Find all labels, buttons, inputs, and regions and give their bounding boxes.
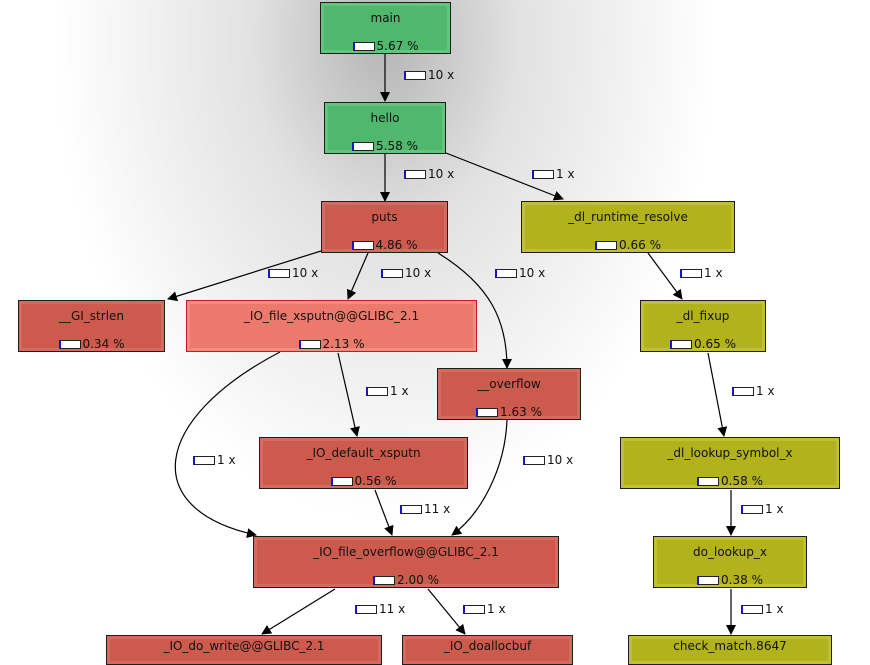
node-name: __overflow (477, 377, 541, 391)
cost-bar (373, 576, 396, 585)
cost-bar (476, 408, 499, 417)
node-main[interactable]: main 5.67 % (320, 2, 451, 54)
node-name: _dl_lookup_symbol_x (667, 446, 793, 460)
node-do-lookup-x[interactable]: do_lookup_x 0.38 % (653, 536, 807, 588)
cost-bar (697, 477, 720, 486)
call-bar (732, 387, 754, 396)
cost-bar (670, 340, 693, 349)
edge-xsputn-file-overflow (174, 351, 281, 538)
node-puts[interactable]: puts 4.86 % (321, 201, 448, 253)
node-io-doallocbuf[interactable]: _IO_doallocbuf (402, 635, 573, 665)
edge-label-puts-xsputn: 10 x (381, 267, 431, 279)
cost-bar (58, 340, 81, 349)
edge-puts-xsputn (347, 252, 369, 300)
node-name: puts (371, 210, 398, 224)
node-gi-strlen[interactable]: __GI_strlen 0.34 % (18, 300, 165, 352)
node-cost: 5.67 % (321, 40, 450, 52)
edge-label-dl-runtime-resolve-fixup: 1 x (680, 267, 723, 279)
node-cost: 0.66 % (522, 239, 734, 251)
edge-label-hello-puts: 10 x (404, 168, 454, 180)
edge-hello-dl-runtime-resolve (445, 152, 564, 201)
node-name: _IO_default_xsputn (306, 446, 421, 460)
node-name: hello (370, 111, 400, 125)
node-io-file-overflow[interactable]: _IO_file_overflow@@GLIBC_2.1 2.00 % (253, 536, 559, 588)
cost-bar (351, 241, 374, 250)
node-cost: 0.58 % (621, 475, 839, 487)
edge-default-xsputn-file-overflow (374, 489, 394, 536)
call-bar (355, 605, 377, 614)
edge-fixup-lookup-symbol (707, 352, 728, 437)
call-bar (532, 170, 554, 179)
node-hello[interactable]: hello 5.58 % (324, 102, 446, 154)
node-cost: 0.38 % (654, 574, 806, 586)
edge-file-overflow-do-write (261, 588, 336, 635)
edge-label-hello-dl-runtime-resolve: 1 x (532, 168, 575, 180)
call-bar (495, 269, 517, 278)
call-bar (523, 456, 545, 465)
cost-bar (595, 241, 618, 250)
node-overflow[interactable]: __overflow 1.63 % (437, 368, 581, 420)
edge-label-file-overflow-do-write: 11 x (355, 603, 405, 615)
edge-puts-overflow (437, 252, 512, 369)
call-bar (400, 505, 422, 514)
node-io-do-write[interactable]: _IO_do_write@@GLIBC_2.1 (106, 635, 382, 665)
node-dl-lookup-symbol-x[interactable]: _dl_lookup_symbol_x 0.58 % (620, 437, 840, 489)
cost-bar (697, 576, 720, 585)
cost-bar (298, 340, 321, 349)
node-cost: 0.34 % (19, 338, 164, 350)
node-cost: 5.58 % (325, 140, 445, 152)
cost-bar (352, 142, 375, 151)
node-name: __GI_strlen (58, 309, 125, 323)
edge-dl-runtime-resolve-fixup (647, 252, 683, 300)
edge-label-file-overflow-doallocbuf: 1 x (463, 603, 506, 615)
call-bar (404, 71, 426, 80)
call-bar (268, 269, 290, 278)
node-name: _dl_runtime_resolve (568, 210, 688, 224)
call-bar (463, 605, 485, 614)
node-cost: 0.56 % (260, 475, 467, 487)
call-bar (741, 505, 763, 514)
edge-label-do-lookup-check-match: 1 x (741, 603, 784, 615)
edge-label-default-xsputn-file-overflow: 11 x (400, 503, 450, 515)
node-name: _IO_file_xsputn@@GLIBC_2.1 (243, 309, 420, 323)
edge-xsputn-default-xsputn (337, 352, 360, 437)
edge-file-overflow-doallocbuf (427, 588, 466, 635)
edge-label-main-hello: 10 x (404, 69, 454, 81)
cost-bar (352, 42, 375, 51)
node-name: main (370, 11, 401, 25)
node-name: do_lookup_x (693, 545, 767, 559)
call-bar (680, 269, 702, 278)
call-bar (741, 605, 763, 614)
node-cost: 2.00 % (254, 574, 558, 586)
call-bar (404, 170, 426, 179)
cost-bar (330, 477, 353, 486)
call-bar (366, 387, 388, 396)
node-cost: 0.65 % (641, 338, 765, 350)
call-bar (381, 269, 403, 278)
node-name: check_match.8647 (673, 639, 787, 653)
node-io-default-xsputn[interactable]: _IO_default_xsputn 0.56 % (259, 437, 468, 489)
node-name: _IO_doallocbuf (443, 639, 532, 653)
edge-label-xsputn-file-overflow: 1 x (193, 454, 236, 466)
edge-label-xsputn-default-xsputn: 1 x (366, 385, 409, 397)
node-cost: 1.63 % (438, 406, 580, 418)
edge-label-overflow-file-overflow: 10 x (523, 454, 573, 466)
edge-label-puts-strlen: 10 x (268, 267, 318, 279)
node-check-match[interactable]: check_match.8647 (628, 635, 832, 665)
node-cost: 2.13 % (187, 338, 476, 350)
edge-puts-strlen (167, 250, 322, 302)
node-dl-runtime-resolve[interactable]: _dl_runtime_resolve 0.66 % (521, 201, 735, 253)
edge-label-fixup-lookup-symbol: 1 x (732, 385, 775, 397)
node-name: _IO_do_write@@GLIBC_2.1 (163, 639, 325, 653)
call-bar (193, 456, 215, 465)
node-io-file-xsputn[interactable]: _IO_file_xsputn@@GLIBC_2.1 2.13 % (186, 300, 477, 352)
edge-label-lookup-symbol-do-lookup: 1 x (741, 503, 784, 515)
edge-overflow-file-overflow (451, 419, 508, 536)
node-cost: 4.86 % (322, 239, 447, 251)
node-name: _IO_file_overflow@@GLIBC_2.1 (313, 545, 499, 559)
edge-label-puts-overflow: 10 x (495, 267, 545, 279)
node-dl-fixup[interactable]: _dl_fixup 0.65 % (640, 300, 766, 352)
node-name: _dl_fixup (676, 309, 730, 323)
call-edges (167, 54, 736, 635)
